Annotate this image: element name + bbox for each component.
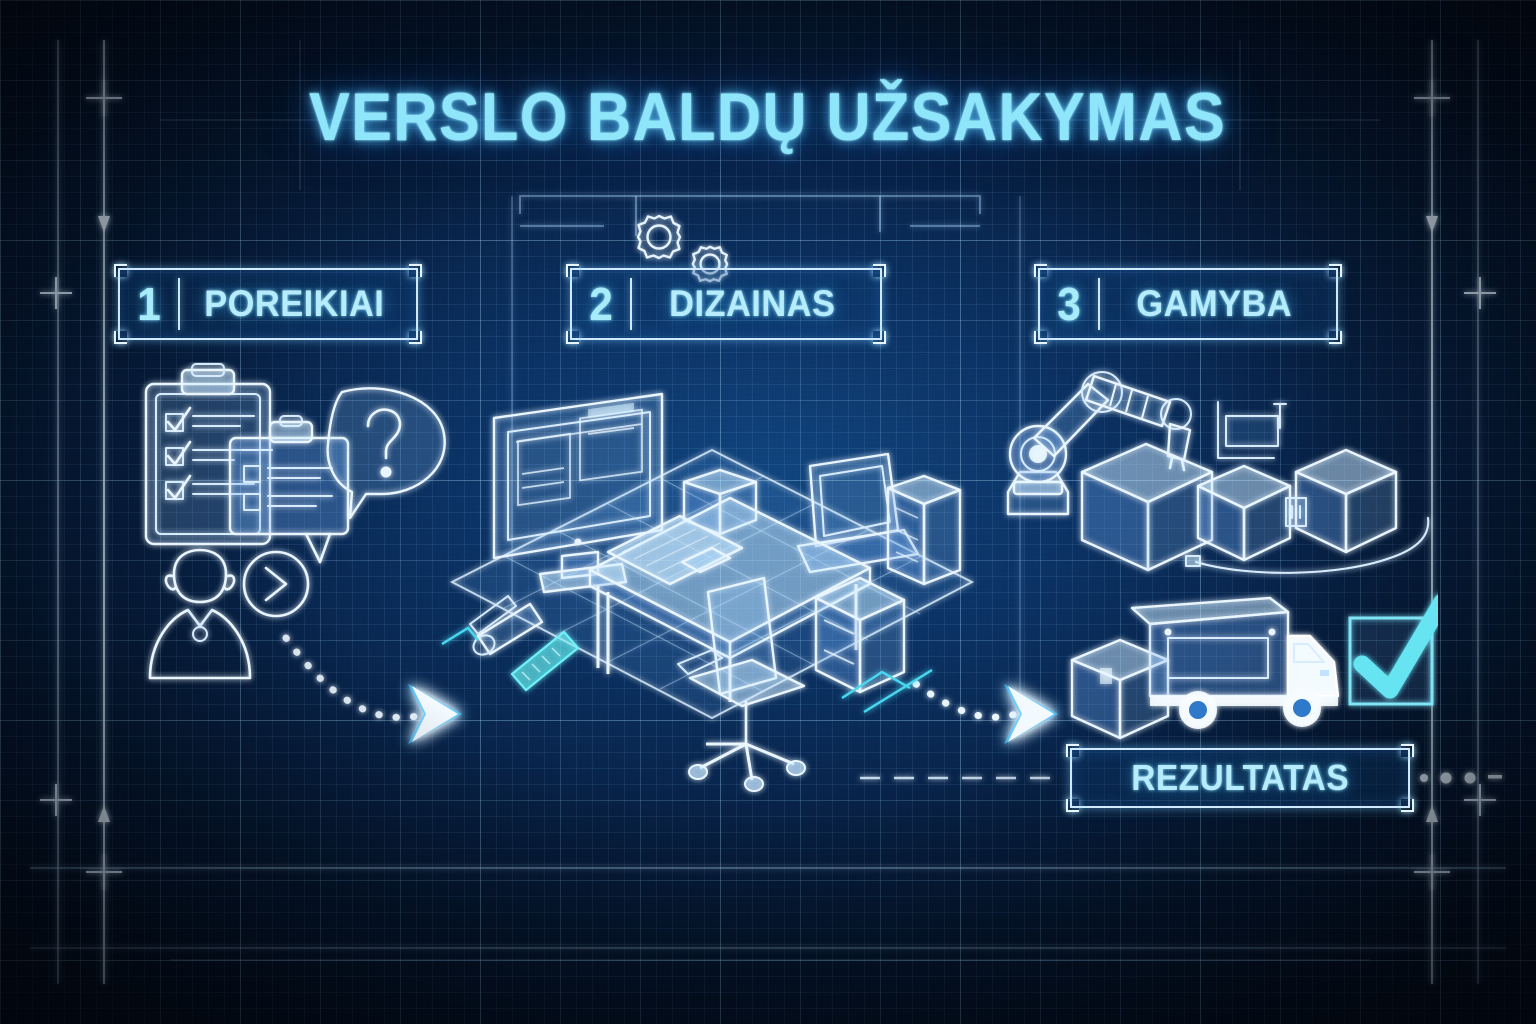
chevron-circle-icon xyxy=(242,550,310,618)
illustration-step-1 xyxy=(144,363,446,680)
carton-box-icon xyxy=(1294,448,1398,554)
carton-box-icon xyxy=(1080,442,1214,572)
filing-cabinet-icon xyxy=(886,474,962,586)
corner-bracket xyxy=(1034,331,1047,344)
corner-bracket xyxy=(1329,264,1342,277)
cyan-accent-lines xyxy=(441,626,933,714)
step-divider xyxy=(630,278,632,330)
step-number-1: 1 xyxy=(137,278,161,330)
result-box[interactable]: REZULTATAS xyxy=(1066,744,1414,812)
step-label-2: DIZAINAS xyxy=(669,283,836,324)
machine-panel-icon xyxy=(1285,497,1307,527)
corner-bracket xyxy=(409,331,422,344)
illustration-step-3 xyxy=(1006,371,1430,574)
corner-bracket xyxy=(1066,744,1079,757)
result-label: REZULTATAS xyxy=(1131,757,1349,798)
question-speech-bubble-icon xyxy=(326,387,446,520)
corner-bracket xyxy=(566,331,579,344)
corner-bracket xyxy=(1066,799,1079,812)
corner-bracket xyxy=(114,264,127,277)
step-box-1[interactable]: 1 POREIKIAI xyxy=(114,264,422,344)
page-title: VERSLO BALDŲ UŽSAKYMAS xyxy=(309,79,1227,155)
pencil-icon xyxy=(469,595,517,635)
clipboard-form-icon xyxy=(228,415,350,564)
corner-bracket xyxy=(566,264,579,277)
office-chair-icon xyxy=(677,576,806,792)
corner-bracket xyxy=(873,264,886,277)
step-box-2[interactable]: 2 DIZAINAS xyxy=(566,264,886,344)
conveyor-icon xyxy=(1185,517,1430,574)
step-label-3: GAMYBA xyxy=(1136,283,1293,324)
ruler-icon xyxy=(510,630,580,692)
step-divider xyxy=(178,278,180,330)
factory-machine-icon xyxy=(1217,401,1287,459)
mouse-pad-icon xyxy=(680,546,732,574)
step-number-2: 2 xyxy=(589,278,613,330)
step-label-1: POREIKIAI xyxy=(204,283,385,324)
corner-bracket xyxy=(1401,799,1414,812)
delivery-truck-icon xyxy=(1130,596,1340,729)
title-container: VERSLO BALDŲ UŽSAKYMAS xyxy=(0,78,1536,156)
illustration-result xyxy=(1070,594,1438,740)
checkmark-box-icon xyxy=(1348,594,1438,706)
corner-bracket xyxy=(1329,331,1342,344)
drawer-cabinet-icon xyxy=(814,576,906,694)
step-number-3: 3 xyxy=(1057,278,1081,330)
keyboard-icon xyxy=(606,514,744,586)
carton-box-icon xyxy=(1196,464,1292,562)
corner-bracket xyxy=(1401,744,1414,757)
illustration-step-2 xyxy=(441,392,975,792)
blueprint-roll-icon xyxy=(472,602,544,656)
step-divider xyxy=(1098,278,1100,330)
step-box-3[interactable]: 3 GAMYBA xyxy=(1034,264,1342,344)
corner-bracket xyxy=(1034,264,1047,277)
corner-bracket xyxy=(873,331,886,344)
corner-bracket xyxy=(114,331,127,344)
user-person-icon xyxy=(148,548,252,680)
corner-bracket xyxy=(409,264,422,277)
